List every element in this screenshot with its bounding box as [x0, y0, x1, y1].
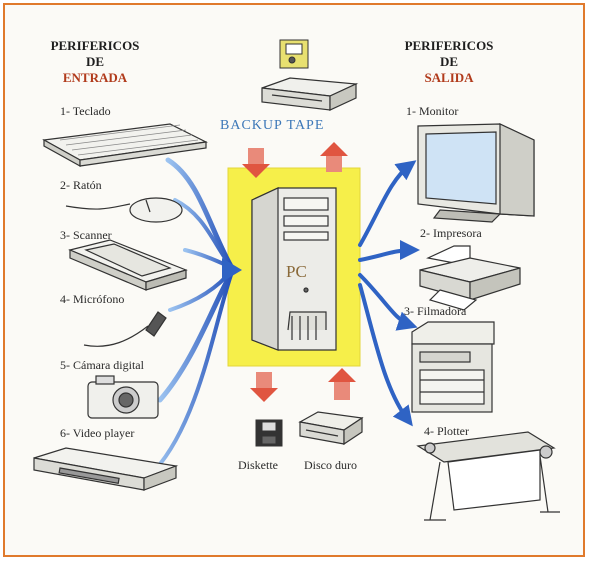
output-header-line2: DE [439, 54, 459, 69]
printer-icon [419, 245, 521, 311]
diskette-label: Diskette [238, 458, 278, 472]
plotter-icon [416, 431, 560, 521]
pc-tower-icon [251, 187, 337, 351]
hard-disk-label: Disco duro [304, 458, 357, 472]
input-header-line1: PERIFERICOS [50, 38, 140, 53]
camera-icon [87, 375, 159, 419]
scanner-icon [68, 239, 188, 291]
diskette-icon [255, 419, 283, 447]
input-label-microphone: 4- Micrófono [60, 292, 125, 306]
disk-arrow-up [328, 368, 356, 400]
input-label-camera: 5- Cámara digital [60, 358, 144, 372]
filmadora-icon [411, 321, 495, 413]
video-player-icon [33, 447, 179, 491]
mouse-icon [65, 197, 183, 223]
output-header-line1: PERIFERICOS [404, 38, 494, 53]
input-header-line3: ENTRADA [62, 70, 128, 85]
tape-drive-icon [261, 77, 359, 111]
monitor-icon [417, 123, 535, 223]
hard-disk-icon [298, 411, 364, 446]
keyboard-icon [42, 123, 208, 168]
input-label-mouse: 2- Ratón [60, 178, 102, 192]
input-header-line2: DE [85, 54, 105, 69]
input-arrow-head [222, 258, 242, 282]
backup-arrow-down [242, 148, 270, 178]
diskette-arrow-down [250, 372, 278, 402]
pc-label: PC [286, 262, 307, 281]
output-label-plotter: 4- Plotter [424, 424, 469, 438]
backup-arrow-up [320, 142, 348, 172]
input-label-video-player: 6- Video player [60, 426, 135, 440]
microphone-icon [83, 311, 167, 347]
output-header-line3: SALIDA [424, 70, 474, 85]
output-header: PERIFERICOS DE SALIDA [394, 38, 504, 86]
input-label-scanner: 3- Scanner [60, 228, 112, 242]
input-header: PERIFERICOS DE ENTRADA [40, 38, 150, 86]
output-label-filmadora: 3- Filmadora [404, 304, 467, 318]
tape-cartridge-icon [279, 39, 309, 69]
output-arrows [358, 160, 420, 427]
output-label-monitor: 1- Monitor [406, 104, 459, 118]
input-label-keyboard: 1- Teclado [60, 104, 111, 118]
output-label-printer: 2- Impresora [420, 226, 482, 240]
backup-tape-label: BACKUP TAPE [220, 118, 325, 133]
